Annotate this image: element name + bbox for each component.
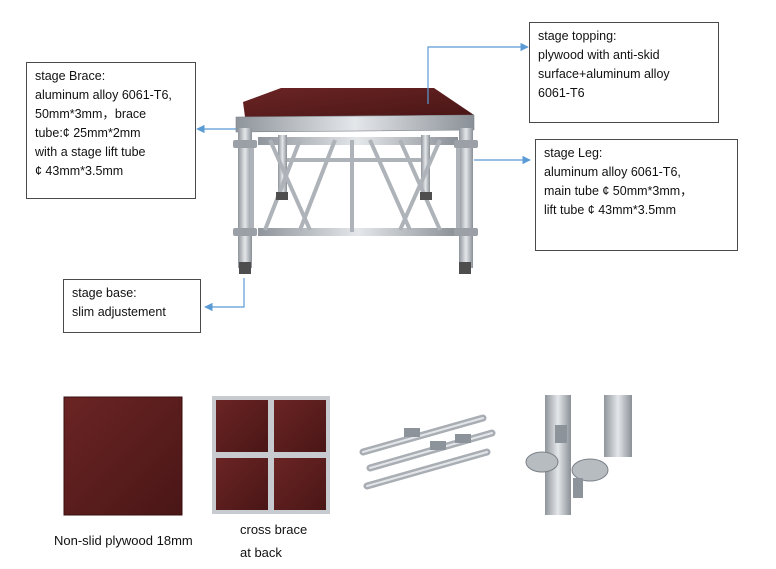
base-line: stage base: xyxy=(72,286,137,300)
leader-arrows xyxy=(196,42,531,312)
leg-line: aluminum alloy 6061-T6, xyxy=(544,165,681,179)
callout-stage-base: stage base: slim adjustement xyxy=(63,279,201,333)
brace-line: tube:¢ 25mm*2mm xyxy=(35,126,141,140)
photo-brace-tubes xyxy=(359,414,496,490)
base-line: slim adjustement xyxy=(72,305,166,319)
topping-line: stage topping: xyxy=(538,29,617,43)
callout-stage-brace: stage Brace: aluminum alloy 6061-T6, 50m… xyxy=(26,62,196,199)
brace-line: aluminum alloy 6061-T6, xyxy=(35,88,172,102)
caption-cross-brace: cross brace xyxy=(240,522,308,537)
topping-line: 6061-T6 xyxy=(538,86,585,100)
brace-line: 50mm*3mm，brace xyxy=(35,107,147,121)
photo-cross-brace-back xyxy=(212,396,330,514)
photo-plywood-panel xyxy=(63,396,183,516)
caption-plywood: Non-slid plywood 18mm xyxy=(54,533,193,548)
leg-line: stage Leg: xyxy=(544,146,603,160)
callout-stage-leg: stage Leg: aluminum alloy 6061-T6, main … xyxy=(535,139,738,251)
brace-line: ¢ 43mm*3.5mm xyxy=(35,164,124,178)
photo-leg-clamp xyxy=(525,395,640,515)
stage-platform xyxy=(233,88,478,274)
callout-stage-topping: stage topping: plywood with anti-skid su… xyxy=(529,22,719,123)
topping-line: surface+aluminum alloy xyxy=(538,67,670,81)
leg-line: lift tube ¢ 43mm*3.5mm xyxy=(544,203,676,217)
caption-at-back: at back xyxy=(240,545,282,560)
leg-line: main tube ¢ 50mm*3mm， xyxy=(544,184,693,198)
brace-line: stage Brace: xyxy=(35,69,106,83)
topping-line: plywood with anti-skid xyxy=(538,48,660,62)
brace-line: with a stage lift tube xyxy=(35,145,146,159)
